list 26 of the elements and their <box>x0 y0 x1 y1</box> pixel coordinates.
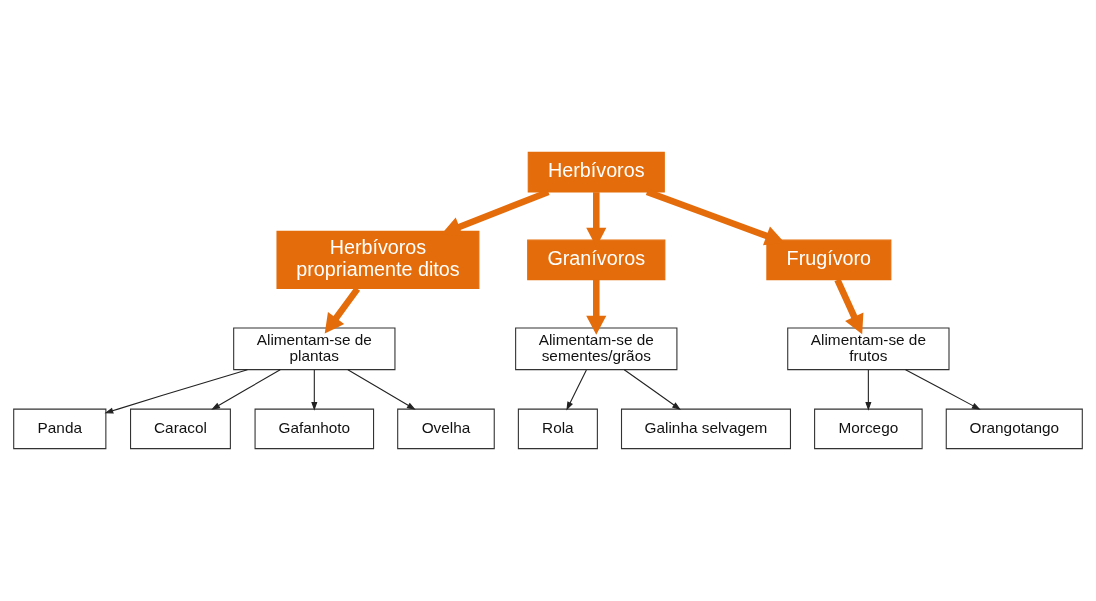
node-box: Orangotango <box>945 408 1083 450</box>
node-box: Alimentam-se de frutos <box>787 327 950 371</box>
node-box: Alimentam-se de plantas <box>233 327 396 371</box>
node-box: Herbívoros <box>527 151 665 193</box>
arrow <box>311 369 318 411</box>
arrow <box>586 279 607 335</box>
node-box: Morcego <box>814 408 923 450</box>
node-box: Ovelha <box>397 408 495 450</box>
node-box: Rola <box>517 408 598 450</box>
arrow <box>104 369 248 414</box>
node-box: Caracol <box>130 408 231 450</box>
node-box: Alimentam-se de sementes/grãos <box>515 327 678 371</box>
node-box: Gafanhoto <box>254 408 375 450</box>
arrow <box>347 369 416 410</box>
arrow <box>566 369 587 411</box>
arrow <box>623 369 681 410</box>
arrow <box>865 369 872 411</box>
node-box: Frugívoro <box>766 239 892 281</box>
arrow <box>324 286 361 334</box>
node-box: Panda <box>13 408 107 450</box>
node-box: Herbívoros propriamente ditos <box>276 230 480 289</box>
arrow <box>834 278 864 335</box>
arrow <box>211 369 281 410</box>
node-box: Galinha selvagem <box>620 408 791 450</box>
arrow <box>905 369 981 410</box>
node-box: Granívoros <box>527 239 666 281</box>
